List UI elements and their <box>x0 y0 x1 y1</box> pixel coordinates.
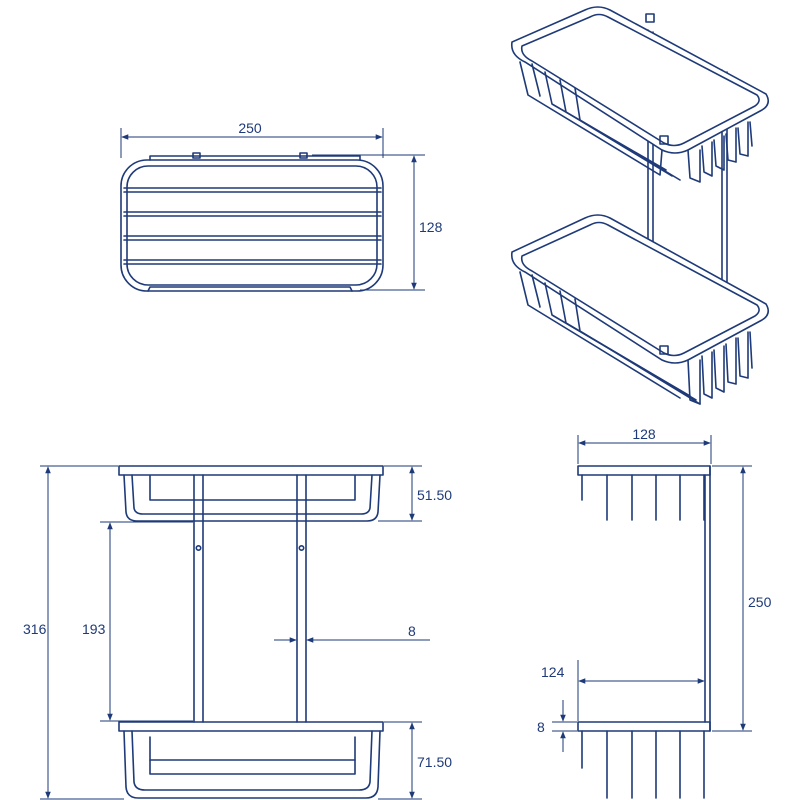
bottom-shelf-hooks <box>581 730 705 799</box>
upper-basket <box>510 6 770 183</box>
side-height-label: 250 <box>748 594 772 610</box>
lower-basket <box>510 214 770 405</box>
total-height-label: 316 <box>23 621 47 637</box>
isometric-view <box>510 6 770 405</box>
bottom-basket-height-label: 71.50 <box>417 754 452 770</box>
rod-width-label: 8 <box>408 623 416 639</box>
shelf-thickness-label: 8 <box>537 719 545 735</box>
top-view: 250 128 <box>120 120 443 292</box>
side-view: 128 250 124 8 <box>537 426 772 799</box>
top-depth-label: 128 <box>419 219 443 235</box>
front-view: 316 193 51.50 71.50 8 <box>23 465 452 800</box>
inner-gap-label: 193 <box>82 621 106 637</box>
top-shelf-hooks <box>581 474 705 521</box>
side-depth-label: 128 <box>632 426 656 442</box>
top-width-label: 250 <box>238 120 262 136</box>
top-basket-height-label: 51.50 <box>417 487 452 503</box>
shelf-depth-label: 124 <box>541 664 565 680</box>
